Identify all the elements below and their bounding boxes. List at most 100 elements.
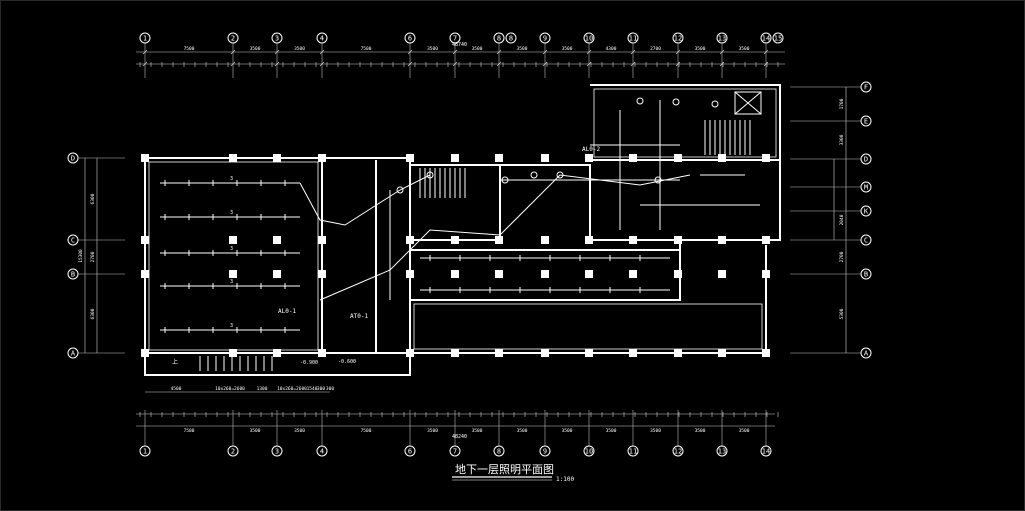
- elevator-shaft: [734, 91, 762, 115]
- dimension-note: 4500: [171, 386, 182, 392]
- grid-bubble-row-M-right: [860, 181, 872, 193]
- dimension-text-top: 4300: [606, 46, 617, 52]
- structural-column: [141, 154, 149, 162]
- structural-column: [229, 154, 237, 162]
- dimension-text-top: 2700: [650, 46, 661, 52]
- structural-column: [273, 154, 281, 162]
- grid-bubble-col-2-top: [227, 32, 239, 44]
- wall-segment: [144, 157, 411, 376]
- grid-bubble-col-8-top: [493, 32, 505, 44]
- dimension-text-right: 3300: [839, 134, 845, 145]
- dimension-text-left-total: 15300: [78, 249, 84, 263]
- grid-bubble-label: 7: [453, 35, 457, 43]
- grid-bubble-row-A-left: [67, 347, 79, 359]
- panel-label-al0-1: AL0-1: [278, 308, 296, 315]
- dimension-text-right: 5300: [839, 308, 845, 319]
- grid-bubble-label: 8: [497, 35, 501, 43]
- dimension-note: 300: [317, 386, 325, 392]
- structural-column: [229, 270, 237, 278]
- grid-bubble-row-F-right: [860, 81, 872, 93]
- grid-bubble-col-14-bottom: [760, 445, 772, 457]
- structural-column: [141, 236, 149, 244]
- drawing-scale: 1:100: [556, 476, 574, 483]
- circuit-number: 3: [230, 210, 233, 216]
- grid-bubble-label: D: [71, 155, 75, 163]
- grid-bubble-col-2-bottom: [227, 445, 239, 457]
- dimension-text-top: 7500: [184, 46, 195, 52]
- grid-bubble-row-B-left: [67, 268, 79, 280]
- dimension-note: 1300: [257, 386, 268, 392]
- structural-column: [762, 236, 770, 244]
- structural-column: [318, 154, 326, 162]
- structural-column: [541, 349, 549, 357]
- stair-up-label: 上: [172, 358, 178, 366]
- dimension-note: 300: [326, 386, 334, 392]
- grid-bubble-label: F: [864, 84, 868, 92]
- structural-column: [585, 270, 593, 278]
- structural-column: [718, 236, 726, 244]
- grid-bubble-row-C-right: [860, 234, 872, 246]
- structural-column: [406, 154, 414, 162]
- structural-column: [495, 236, 503, 244]
- grid-bubble-col-14-top: [760, 32, 772, 44]
- grid-bubble-row-A-right: [860, 347, 872, 359]
- grid-bubble-col-1-top: [139, 32, 151, 44]
- structural-column: [406, 349, 414, 357]
- grid-bubble-label: 10: [585, 35, 593, 43]
- dimension-text-left: 6300: [90, 193, 96, 204]
- grid-bubble-label: 13: [718, 35, 726, 43]
- elevator-cross: [734, 91, 762, 115]
- grid-bubble-label: 13: [718, 448, 726, 456]
- structural-column: [541, 270, 549, 278]
- grid-bubble-label: K: [864, 208, 869, 216]
- structural-column: [273, 236, 281, 244]
- grid-bubble-col-4-top: [316, 32, 328, 44]
- dimension-text-bottom: 3500: [606, 428, 617, 434]
- light-switch: [654, 176, 662, 184]
- light-switch: [396, 186, 404, 194]
- grid-bubble-label: 4: [320, 448, 324, 456]
- grid-bubble-col-3-top: [271, 32, 283, 44]
- dimension-text-top: 3500: [695, 46, 706, 52]
- dimension-text-top: 3500: [427, 46, 438, 52]
- dimension-text-bottom: 3500: [739, 428, 750, 434]
- dimension-text-top: 3500: [250, 46, 261, 52]
- circuit-number: 3: [230, 279, 233, 285]
- dimension-text-right: 2700: [839, 251, 845, 262]
- dimension-text-bottom: 7500: [361, 428, 372, 434]
- grid-bubble-label: 14: [762, 448, 770, 456]
- dimension-text-top: 3500: [517, 46, 528, 52]
- panel-label-at0-1: AT0-1: [350, 313, 368, 320]
- structural-column: [674, 154, 682, 162]
- light-switch: [711, 100, 719, 108]
- structural-column: [762, 154, 770, 162]
- lighting-wiring: [160, 91, 762, 371]
- dimension-text-left: 2700: [90, 251, 96, 262]
- grid-bubble-label: 11: [629, 448, 637, 456]
- grid-bubble-label: 8: [497, 448, 501, 456]
- grid-bubble-col-12-top: [672, 32, 684, 44]
- grid-bubble-label: C: [71, 237, 75, 245]
- wall-segment: [409, 245, 767, 354]
- light-switch: [426, 171, 434, 179]
- level-label-2: -0.600: [338, 359, 356, 365]
- total-dimension-top: 48740: [452, 42, 467, 48]
- structural-column: [273, 270, 281, 278]
- grid-bubble-label: 7: [453, 448, 457, 456]
- grid-bubble-col-extra: [772, 32, 784, 44]
- structural-column: [451, 349, 459, 357]
- grid-bubble-label: 15: [774, 35, 782, 43]
- dimension-note: 1540: [307, 386, 318, 392]
- structural-column: [451, 270, 459, 278]
- dimension-text-bottom: 3500: [695, 428, 706, 434]
- grid-axis-lines: [78, 43, 861, 446]
- grid-bubble-label: 11: [629, 35, 637, 43]
- grid-bubble-row-D-right: [860, 153, 872, 165]
- grid-bubble-col-6-bottom: [404, 445, 416, 457]
- grid-bubble-row-B-right: [860, 268, 872, 280]
- grid-bubble-label: 3: [275, 448, 279, 456]
- dimension-text-right: 2040: [839, 214, 845, 225]
- structural-column: [541, 236, 549, 244]
- structural-column: [585, 154, 593, 162]
